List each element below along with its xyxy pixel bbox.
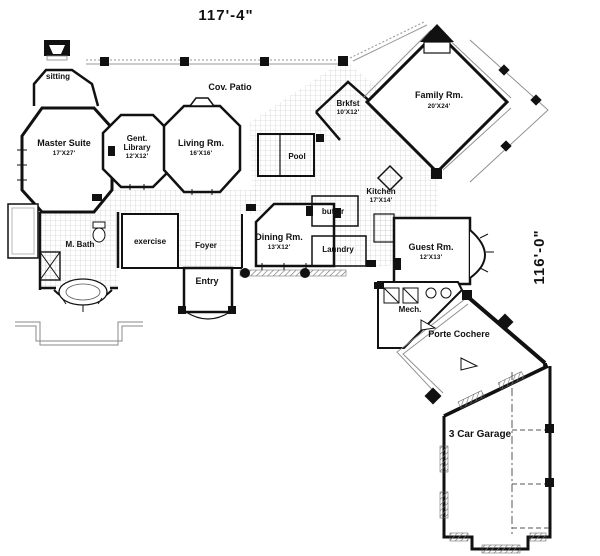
sitting-bay-wall (32, 68, 100, 107)
label-garage: 3 Car Garage (449, 429, 512, 440)
width-dimension: 117'-4" (198, 7, 253, 24)
height-dimension: 116'-0" (531, 229, 548, 284)
door-jambs (92, 134, 472, 314)
gallery-floor (96, 190, 258, 214)
garage-door (457, 390, 485, 409)
garage-wall (442, 366, 552, 551)
porch-column (300, 268, 310, 278)
size-master: 17'X27' (53, 150, 76, 157)
dining-wall (254, 202, 336, 268)
family-windows (362, 29, 512, 171)
foyer-walls (177, 214, 243, 269)
garage-windows (439, 445, 547, 554)
corner-deck (469, 39, 549, 183)
toilet-tank-icon (92, 221, 106, 229)
service-rooms (257, 80, 404, 267)
terrace-outline (15, 321, 143, 346)
garage-door (497, 371, 525, 390)
door-swing (420, 319, 437, 331)
label-mech: Mech. (399, 305, 422, 314)
size-kitchen: 17'X14' (370, 197, 393, 204)
label-guest: Guest Rm. (408, 242, 453, 252)
label-master: Master Suite (37, 138, 91, 148)
label-brkfst: Brkfst (336, 99, 359, 108)
covered-patio (86, 21, 428, 66)
master-suite-wall (20, 106, 114, 214)
guest-wing (373, 213, 486, 349)
label-laundry: Laundry (322, 245, 354, 254)
size-brkfst: 10'X12' (337, 109, 360, 116)
label-porte: Porte Cochere (428, 329, 490, 339)
toilet-icon (92, 227, 106, 243)
label-exercise: exercise (134, 237, 167, 246)
label-library1: Gent. (127, 134, 147, 143)
formal-rooms (101, 97, 242, 194)
size-living: 16'X16' (190, 150, 213, 157)
room-labels: 117'-4" 116'-0" sitting Master Suite 17'… (37, 7, 548, 440)
label-entry: Entry (195, 276, 218, 286)
living-bay-window (188, 97, 216, 107)
guest-bay-window (469, 229, 486, 279)
garage-jambs (545, 424, 554, 487)
pool-bath-wall (257, 133, 315, 177)
porch-column (240, 268, 250, 278)
porte-post (424, 387, 442, 405)
dining-porch (239, 268, 347, 278)
label-family: Family Rm. (415, 90, 463, 100)
living-room-wall (162, 104, 242, 194)
size-dining: 13'X12' (268, 244, 291, 251)
label-cov-patio: Cov. Patio (208, 82, 252, 92)
label-mbath: M. Bath (66, 240, 95, 249)
family-room (362, 24, 549, 183)
label-kitchen: Kitchen (366, 187, 395, 196)
label-dining: Dining Rm. (255, 232, 303, 242)
closet-wall (7, 203, 39, 259)
shower-x (39, 251, 61, 281)
kitchen-island-icon (376, 164, 404, 192)
label-living: Living Rm. (178, 138, 224, 148)
door-swing (460, 357, 479, 371)
laundry-wall (311, 235, 367, 267)
label-butler: butler (322, 207, 344, 216)
exercise-wall (121, 213, 179, 269)
mech-equipment (383, 287, 452, 304)
sitting-fireplace-icon (44, 40, 70, 61)
master-bath-wall (38, 212, 120, 290)
family-fireplace-icon (420, 24, 454, 54)
label-library2: Library (123, 143, 151, 152)
size-family: 20'X24' (428, 103, 451, 110)
porte-ne-wall (466, 295, 547, 365)
label-pool: Pool (288, 152, 305, 161)
garage-bay-lines (511, 372, 550, 534)
patio-posts (100, 56, 348, 66)
label-foyer: Foyer (195, 241, 217, 250)
label-sitting: sitting (46, 72, 70, 81)
foyer-floor (178, 214, 242, 268)
closet-shelves (11, 207, 35, 255)
guest-room-wall (392, 216, 472, 286)
entry-steps (185, 311, 231, 320)
size-guest: 12'X13' (420, 254, 443, 261)
porte-post (496, 313, 514, 331)
bath-fixtures (39, 221, 108, 306)
entry-wall (182, 266, 234, 314)
garage (439, 364, 554, 554)
drive-edges (396, 298, 469, 399)
master-wing-walls (7, 68, 179, 305)
size-library: 12'X12' (126, 153, 149, 160)
window-ticks (17, 149, 494, 312)
guest-closet (373, 213, 395, 243)
deck-posts (498, 64, 542, 152)
entry-core (177, 202, 336, 320)
